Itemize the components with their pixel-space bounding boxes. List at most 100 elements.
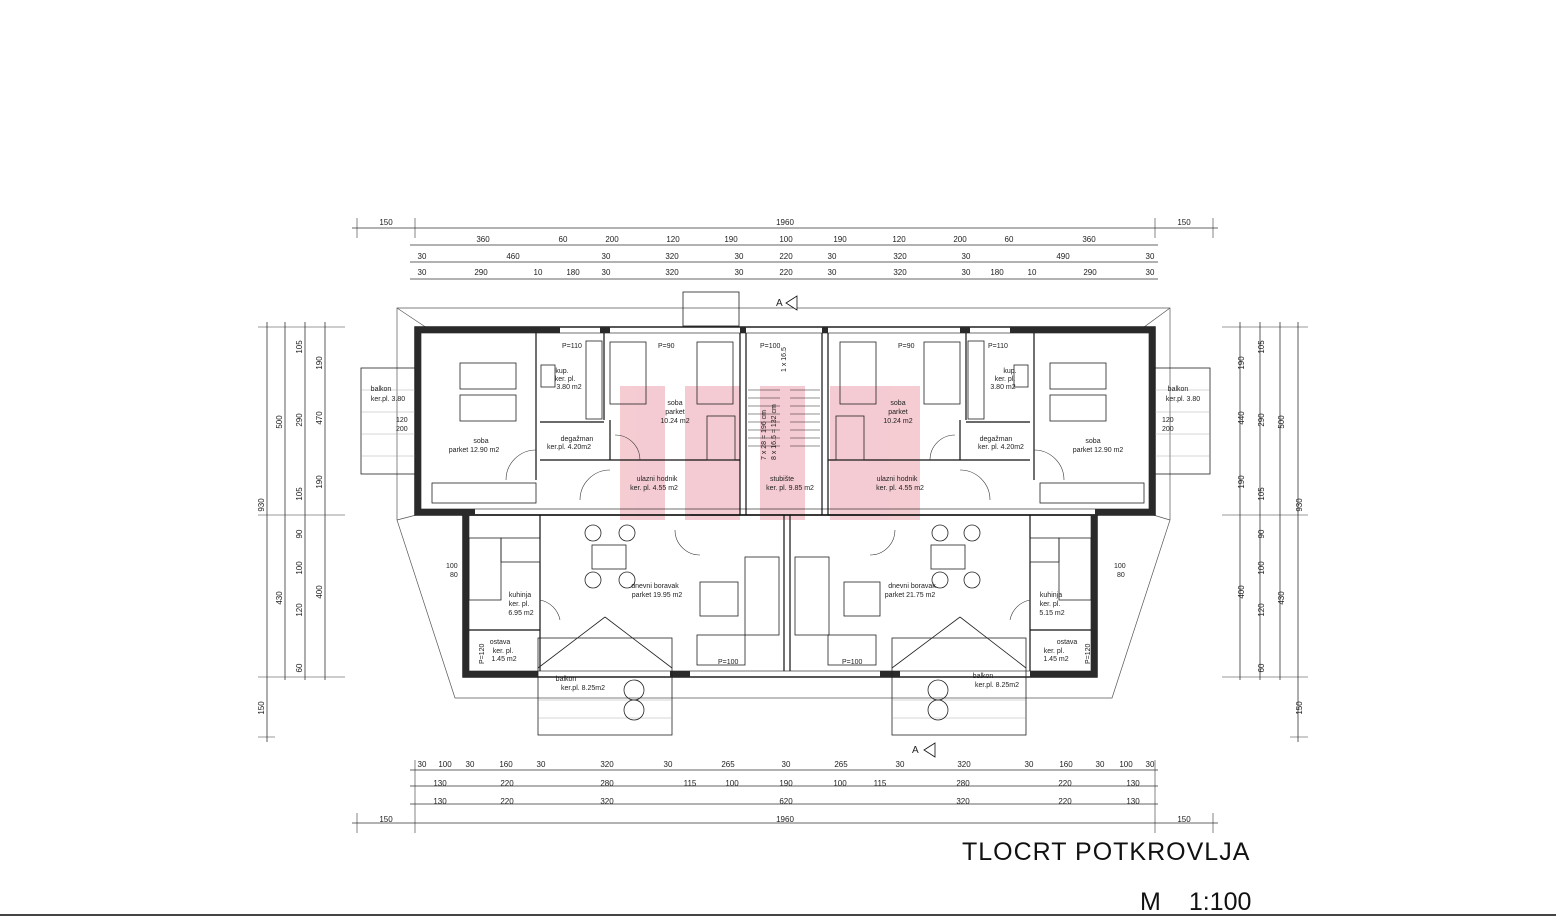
room-area: ker. pl. (493, 648, 514, 655)
room-area: ker. pl. (555, 376, 576, 383)
page-bottom-rule (0, 914, 1556, 916)
dim-text: 100 (295, 561, 304, 575)
dim-text: 190 (833, 235, 847, 244)
parapet-label: P=90 (898, 343, 915, 350)
room-name: soba (890, 400, 905, 407)
bottom-dimension-lines (352, 760, 1218, 833)
balcony-tiles (361, 389, 1210, 719)
dim-text: 100 (779, 235, 793, 244)
dim-text: 190 (315, 356, 324, 370)
room-area: ker.pl. 8.25m2 (561, 685, 605, 692)
dim-text: 200 (605, 235, 619, 244)
window-label: 80 (450, 572, 458, 579)
dim-text: 115 (874, 779, 887, 788)
room-area: ker. pl. (509, 601, 530, 608)
dim-text: 30 (828, 252, 837, 261)
dim-text: 90 (1257, 529, 1266, 538)
dim-text: 30 (602, 268, 611, 277)
room-area: parket 21.75 m2 (885, 592, 936, 599)
dim-text: 30 (418, 268, 427, 277)
room-name: ostava (490, 639, 511, 646)
dim-text: 360 (1082, 235, 1096, 244)
dim-text: 460 (506, 252, 520, 261)
dim-text: 400 (1237, 585, 1246, 599)
room-name: stubište (770, 476, 794, 483)
dim-text: 30 (537, 760, 546, 769)
dim-text: 1960 (776, 218, 794, 227)
window-label: 200 (396, 426, 408, 433)
room-area: ker.pl. 3.80 (1166, 396, 1200, 403)
dim-text: 30 (782, 760, 791, 769)
dim-text: 120 (295, 603, 304, 617)
room-name: degažman (561, 436, 594, 443)
room-area: parket 12.90 m2 (449, 447, 500, 454)
dim-text: 290 (295, 413, 304, 427)
section-marker-bottom: A (912, 742, 936, 758)
dim-text: 265 (834, 760, 848, 769)
dim-text: 30 (735, 268, 744, 277)
room-area: 3.80 m2 (556, 384, 581, 391)
parapet-label: P=90 (658, 343, 675, 350)
bottom-dim-row1: 30 100 30 160 30 320 30 265 30 265 30 32… (418, 760, 1155, 769)
dim-text: 220 (779, 268, 793, 277)
dim-text: 150 (379, 218, 393, 227)
watermark-logo (620, 386, 920, 520)
dim-text: 100 (1257, 561, 1266, 575)
dim-text: 190 (315, 475, 324, 489)
dim-text: 100 (438, 760, 452, 769)
dim-text: 90 (295, 529, 304, 538)
dim-text: 180 (566, 268, 580, 277)
window-label: 80 (1117, 572, 1125, 579)
bottom-dim-row4: 150 1960 150 (379, 815, 1191, 824)
stair-label: 1 x 16.5 (781, 347, 788, 372)
dim-text: 100 (725, 779, 739, 788)
dim-text: 30 (962, 252, 971, 261)
dim-text: 30 (735, 252, 744, 261)
room-area: ker.pl. 4.20m2 (547, 444, 591, 451)
dim-text: 120 (666, 235, 680, 244)
drawing-title: TLOCRT POTKROVLJA (962, 838, 1251, 866)
dim-text: 490 (1056, 252, 1070, 261)
top-dim-row4: 30 290 10 180 30 320 30 220 30 320 30 18… (418, 268, 1155, 277)
room-area: parket (665, 409, 685, 416)
room-area: parket 12.90 m2 (1073, 447, 1124, 454)
room-name: kup. (555, 368, 568, 375)
window-label: 120 (1162, 417, 1174, 424)
small-annotations: P=90 P=100 P=90 P=110 P=110 P=120 P=120 … (396, 343, 1174, 666)
room-name: ulazni hodnik (877, 476, 918, 483)
room-area: ker. pl. (995, 376, 1016, 383)
dim-text: 30 (418, 760, 427, 769)
dim-text: 30 (896, 760, 905, 769)
room-area: 5.15 m2 (1039, 610, 1064, 617)
room-name: kuhinja (1040, 592, 1062, 599)
section-marker-top: A (776, 295, 798, 311)
dim-text: 150 (379, 815, 393, 824)
room-name: kuhinja (509, 592, 531, 599)
left-side-dims: 930 150 500 430 105 290 105 90 100 120 6… (257, 340, 324, 715)
dim-text: 280 (956, 779, 970, 788)
room-area: 1.45 m2 (1043, 656, 1068, 663)
section-label: A (776, 298, 783, 309)
dim-text: 500 (1277, 415, 1286, 429)
doors (505, 434, 1065, 621)
dim-text: 430 (275, 591, 284, 605)
dim-text: 130 (433, 779, 447, 788)
section-label: A (912, 745, 919, 756)
dim-text: 190 (724, 235, 738, 244)
dim-text: 220 (500, 779, 514, 788)
dim-text: 30 (1096, 760, 1105, 769)
dim-text: 200 (953, 235, 967, 244)
dim-text: 220 (500, 797, 514, 806)
room-area: parket (888, 409, 908, 416)
dim-text: 440 (1237, 411, 1246, 425)
dim-text: 320 (893, 268, 907, 277)
dim-text: 930 (1295, 498, 1304, 512)
room-area: parket 19.95 m2 (632, 592, 683, 599)
dim-text: 130 (1126, 779, 1140, 788)
room-name: balkon (556, 676, 577, 683)
dim-text: 620 (779, 797, 793, 806)
room-name: soba (473, 438, 488, 445)
room-area: 6.95 m2 (508, 610, 533, 617)
stairs (748, 389, 820, 447)
